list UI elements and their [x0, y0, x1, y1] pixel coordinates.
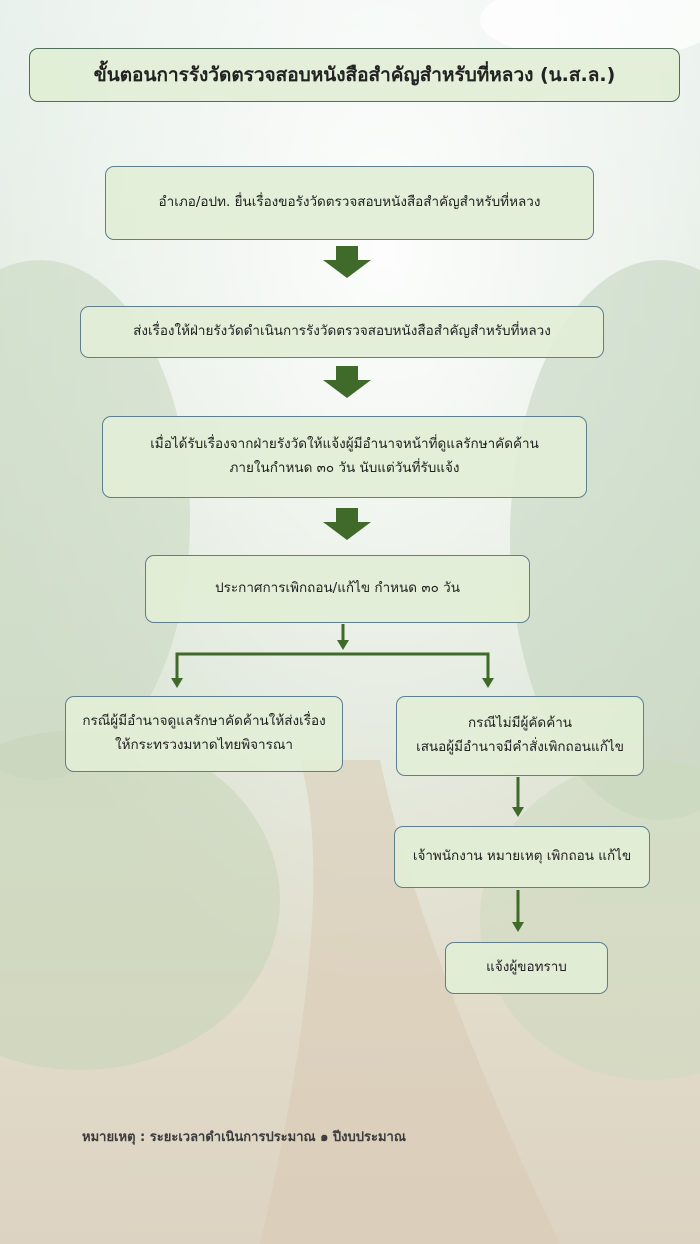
branch-left-head [171, 678, 183, 688]
split-arrow-head [337, 640, 349, 650]
step-forward-to-survey: ส่งเรื่องให้ฝ่ายรังวัดดำเนินการรังวัดตรว… [80, 306, 604, 358]
branch-bar [175, 652, 490, 680]
step-notify-applicant-text: แจ้งผู้ขอทราบ [486, 959, 567, 976]
step-announce-revocation: ประกาศการเพิกถอน/แก้ไข กำหนด ๓๐ วัน [145, 555, 530, 623]
step-forward-to-survey-text: ส่งเรื่องให้ฝ่ายรังวัดดำเนินการรังวัดตรว… [133, 323, 551, 340]
step-notify-applicant: แจ้งผู้ขอทราบ [445, 942, 608, 994]
footnote-text: หมายเหตุ : ระยะเวลาดำเนินการประมาณ ๑ ปีง… [82, 1130, 406, 1145]
page-title-text: ขั้นตอนการรังวัดตรวจสอบหนังสือสำคัญสำหรั… [93, 64, 616, 86]
step-notify-objection-line1: เมื่อได้รับเรื่องจากฝ่ายรังวัดให้แจ้งผู้… [150, 436, 539, 453]
page-title: ขั้นตอนการรังวัดตรวจสอบหนังสือสำคัญสำหรั… [29, 48, 680, 102]
step-notify-objection-line2: ภายในกำหนด ๓๐ วัน นับแต่วันที่รับแจ้ง [229, 460, 460, 476]
block-arrow-1 [323, 246, 371, 278]
branch-no-objection-line2: เสนอผู้มีอำนาจมีคำสั่งเพิกถอนแก้ไข [416, 739, 624, 755]
footnote: หมายเหตุ : ระยะเวลาดำเนินการประมาณ ๑ ปีง… [82, 1126, 406, 1147]
step-submit-request-text: อำเภอ/อปท. ยื่นเรื่องขอรังวัดตรวจสอบหนัง… [158, 194, 541, 211]
block-arrow-3 [323, 508, 371, 540]
step-officer-revoke: เจ้าพนักงาน หมายเหตุ เพิกถอน แก้ไข [394, 826, 650, 888]
branch-objection-line2: ให้กระทรวงมหาดไทยพิจารณา [115, 737, 293, 753]
branch-objection: กรณีผู้มีอำนาจดูแลรักษาคัดค้านให้ส่งเรื่… [65, 696, 343, 772]
branch-objection-line1: กรณีผู้มีอำนาจดูแลรักษาคัดค้านให้ส่งเรื่… [82, 713, 326, 730]
step-officer-revoke-text: เจ้าพนักงาน หมายเหตุ เพิกถอน แก้ไข [412, 848, 632, 865]
branch-right-head [482, 678, 494, 688]
step-announce-revocation-text: ประกาศการเพิกถอน/แก้ไข กำหนด ๓๐ วัน [215, 580, 460, 597]
step-submit-request: อำเภอ/อปท. ยื่นเรื่องขอรังวัดตรวจสอบหนัง… [105, 166, 594, 240]
branch-no-objection-line1: กรณีไม่มีผู้คัดค้าน [467, 715, 573, 732]
block-arrow-2 [323, 366, 371, 398]
right-arrow-2-head [512, 922, 524, 932]
step-notify-objection: เมื่อได้รับเรื่องจากฝ่ายรังวัดให้แจ้งผู้… [102, 416, 587, 498]
branch-no-objection: กรณีไม่มีผู้คัดค้าน เสนอผู้มีอำนาจมีคำสั… [396, 696, 644, 776]
right-arrow-1-head [512, 807, 524, 817]
